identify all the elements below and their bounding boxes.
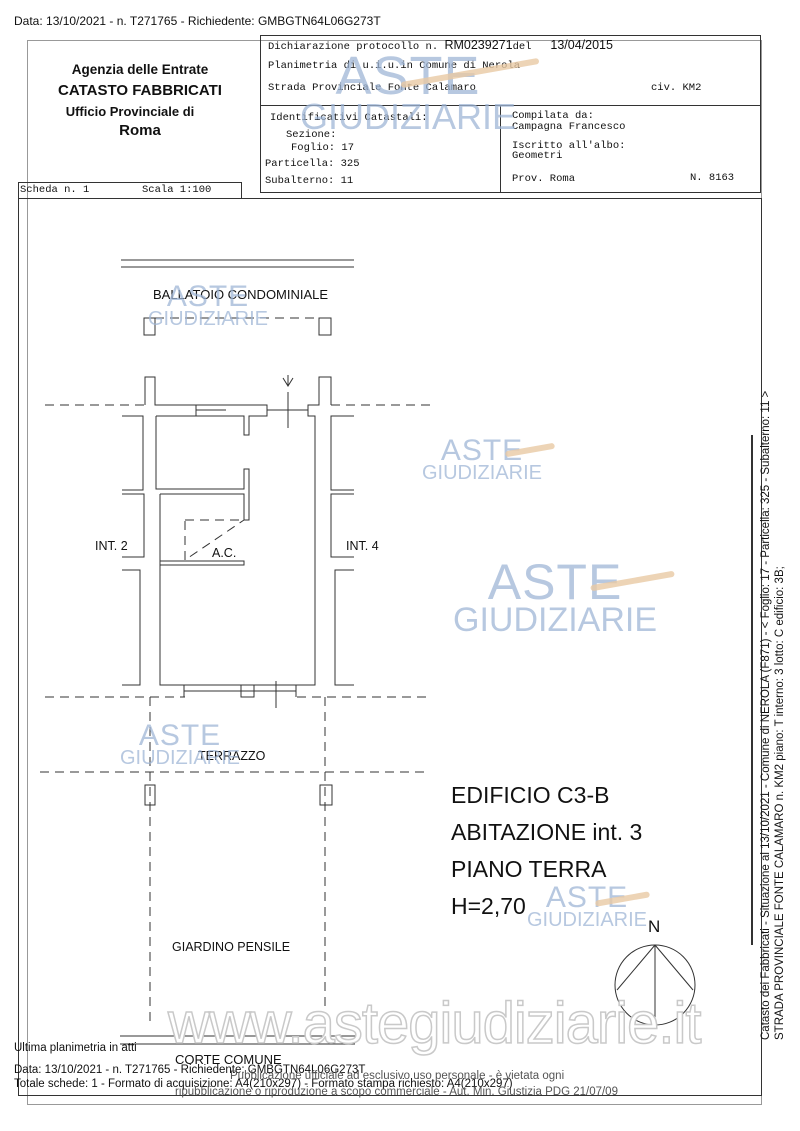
label-corte: CORTE COMUNE — [175, 1052, 282, 1067]
compiler-name: Campagna Francesco — [512, 121, 626, 133]
label-int2: INT. 2 — [95, 539, 128, 553]
wall-top — [144, 376, 332, 411]
publication-notice: Pubblicazione ufficiale ad esclusivo uso… — [230, 1070, 565, 1082]
office-city: Roma — [119, 122, 161, 139]
label-giardino: GIARDINO PENSILE — [172, 940, 291, 954]
province: Prov. Roma — [512, 173, 576, 185]
identifiers-title: Identificativi Catastali: — [270, 112, 428, 124]
north-label: N — [648, 917, 661, 936]
declaration-box — [260, 35, 761, 193]
planimetria-line: Planimetria di u.i.u.in Comune di Nerola — [268, 60, 521, 72]
footer-format-line: Totale schede: 1 - Formato di acquisizio… — [14, 1078, 513, 1090]
pillar — [144, 784, 156, 806]
url-watermark: www.astegiudiziarie.it — [167, 990, 702, 1057]
side-address-line: STRADA PROVINCIALE FONTE CALAMARO n. KM2… — [774, 566, 786, 1040]
wall-int4 — [330, 415, 354, 491]
label-terrazzo: TERRAZZO — [198, 749, 266, 763]
label-ac: A.C. — [212, 546, 237, 560]
civic-number: civ. KM2 — [651, 82, 702, 94]
catasto-title: CATASTO FABBRICATI — [58, 82, 222, 99]
footer-request-line: Data: 13/10/2021 - n. T271765 - Richiede… — [14, 1064, 366, 1076]
floor-level: PIANO TERRA — [451, 856, 607, 882]
dashed-boundary-lines — [40, 317, 430, 1025]
albo: Geometri — [512, 150, 563, 162]
foglio: Foglio: 17 — [291, 142, 355, 154]
publication-notice-2: ripubblicazione o riproduzione a scopo c… — [175, 1086, 618, 1098]
label-ballatoio: BALLATOIO CONDOMINIALE — [153, 287, 329, 302]
registration-number: N. 8163 — [690, 172, 735, 184]
address: Strada Provinciale Fonte Calamaro — [268, 82, 476, 94]
wall-int2 — [122, 415, 144, 491]
pillar — [319, 784, 333, 806]
compiler-label: Compilata da: — [512, 110, 594, 122]
last-plan-note: Ultima planimetria in atti — [14, 1042, 137, 1054]
header-request-line: Data: 13/10/2021 - n. T271765 - Richiede… — [14, 14, 381, 28]
pillar — [143, 317, 156, 336]
pillar — [318, 317, 332, 336]
office-label: Ufficio Provinciale di — [65, 104, 195, 119]
divider — [500, 105, 501, 193]
unit-description: ABITAZIONE int. 3 — [451, 819, 643, 845]
scheda-number: Scheda n. 1 — [20, 184, 90, 196]
agency-name: Agenzia delle Entrate — [71, 62, 209, 77]
subalterno: Subalterno: 11 — [265, 175, 354, 187]
building-id: EDIFICIO C3-B — [451, 782, 610, 808]
drawing-frame — [18, 198, 762, 1096]
side-status-line: Catasto dei Fabbricati - Situazione al 1… — [760, 390, 772, 1040]
label-int4: INT. 4 — [346, 539, 379, 553]
protocol-line: Dichiarazione protocollo n. RM0239271del… — [268, 38, 613, 53]
divider — [260, 105, 761, 106]
sezione: Sezione: — [286, 129, 337, 141]
albo-label: Iscritto all'albo: — [512, 140, 626, 152]
particella: Particella: 325 — [265, 158, 360, 170]
scale: Scala 1:100 — [142, 184, 212, 196]
ceiling-height: H=2,70 — [451, 893, 526, 919]
